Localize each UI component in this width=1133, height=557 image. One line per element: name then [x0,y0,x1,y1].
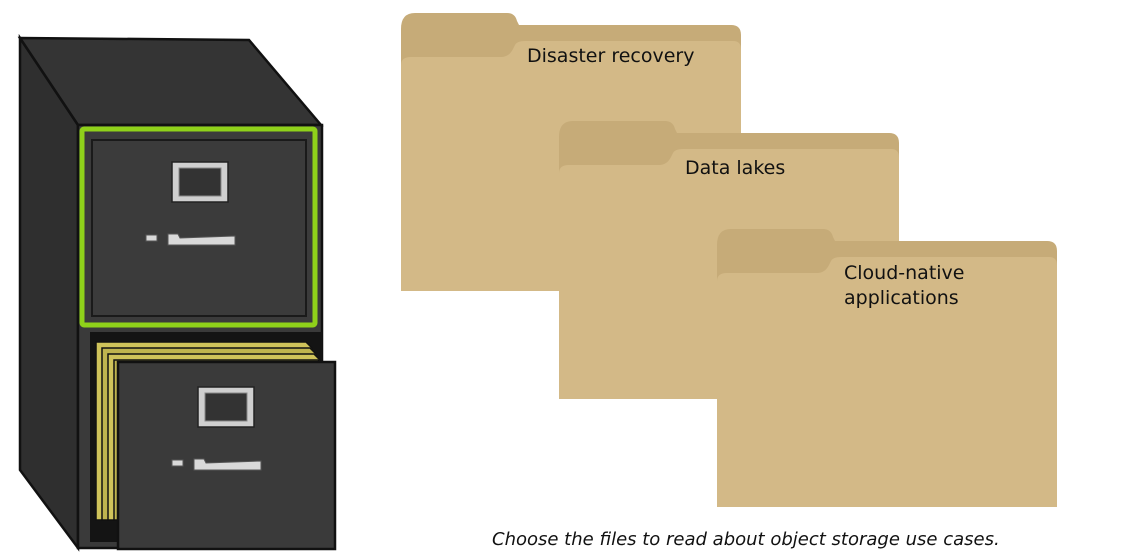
file-cabinet-icon [17,33,337,552]
instruction-text: Choose the files to read about object st… [492,529,1000,550]
folder-icon [717,229,1057,507]
top-drawer [79,126,318,328]
folder-label: Disaster recovery [527,45,695,67]
folder-label: Cloud-native applications [844,262,965,309]
folder-cloud-native-applications[interactable]: Cloud-native applications [717,229,1059,507]
folder-label: Data lakes [685,157,786,179]
